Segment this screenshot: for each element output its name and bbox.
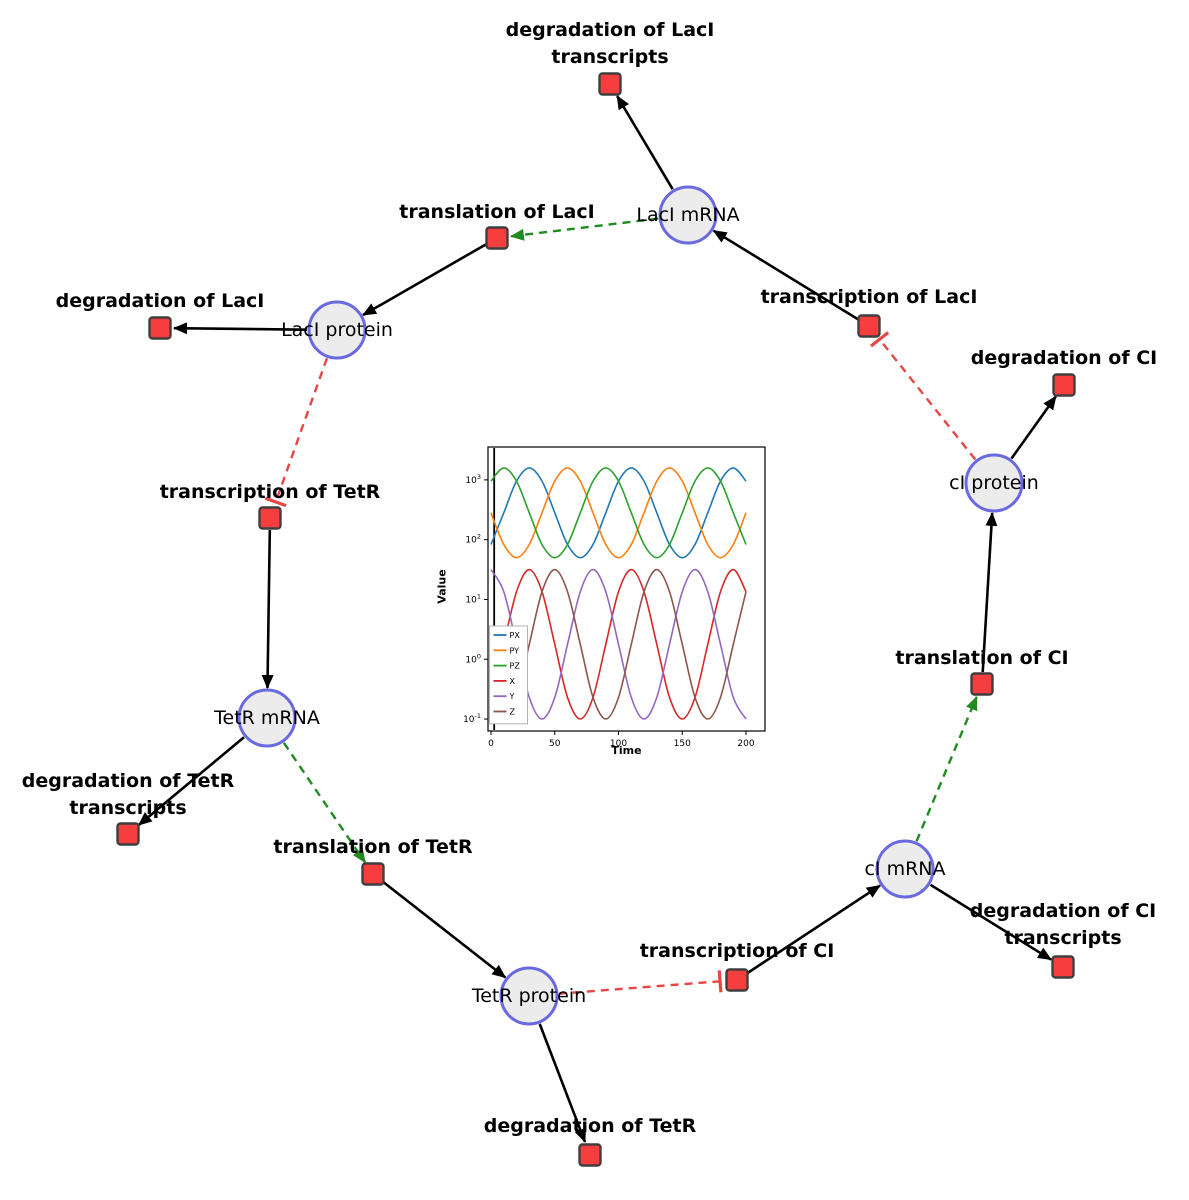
reaction-label-translation_laci: translation of LacI — [399, 201, 594, 223]
reaction-label-deg_laci_tx: degradation of LacI — [506, 19, 715, 41]
chart-series-PZ — [490, 467, 747, 559]
reaction-node-translation_laci — [485, 226, 509, 250]
node-layer — [116, 72, 1076, 1167]
species-node-laci_mrna — [658, 185, 718, 245]
y-tick-label: 103 — [465, 473, 481, 486]
edge-production-transcription_laci-to-laci_mrna — [712, 229, 860, 321]
reaction-node-deg_ci_tx — [1051, 955, 1075, 979]
y-tick-label: 102 — [465, 533, 481, 546]
reaction-node-deg_laci_tx — [598, 72, 622, 96]
reaction-label-deg_ci_tx: degradation of CI — [970, 900, 1156, 922]
edge-modifier-laci_mrna-to-translation_laci — [509, 217, 659, 241]
reaction-label-transcription_laci: transcription of LacI — [761, 286, 978, 308]
reaction-node-deg_tetr — [578, 1143, 602, 1167]
legend-label: X — [510, 677, 516, 686]
y-tick-label: 10-1 — [463, 712, 481, 725]
x-axis-label: Time — [611, 744, 642, 757]
reaction-node-transcription_tetr — [258, 506, 282, 530]
edge-production-translation_tetr-to-tetr_protein — [381, 880, 507, 979]
reaction-label-deg_tetr: degradation of TetR — [484, 1115, 697, 1137]
reaction-label-transcription_tetr: transcription of TetR — [160, 481, 381, 503]
x-tick-label: 150 — [674, 739, 691, 749]
edge-inhibition-ci_protein-to-transcription_laci — [878, 338, 977, 461]
edge-modifier-tetr_mrna-to-translation_tetr — [282, 742, 367, 864]
species-node-tetr_protein — [499, 966, 559, 1026]
legend-label: PZ — [510, 662, 521, 671]
x-tick-label: 200 — [737, 739, 754, 749]
reaction-label-deg_laci: degradation of LacI — [56, 290, 265, 312]
reaction-node-transcription_laci — [857, 314, 881, 338]
timecourse-plot-canvas: 103 102 101 100 10-1 0 50 100 150 200 PX PY PZ XYZ — [463, 446, 766, 749]
edge-consumption-ci_protein-to-deg_ci — [1010, 395, 1057, 460]
x-tick-label: 50 — [549, 739, 561, 749]
reaction-label-translation_tetr: translation of TetR — [273, 836, 473, 858]
chart-frame — [487, 446, 766, 732]
species-label-ci_protein: cI protein — [949, 472, 1039, 494]
reaction-node-translation_tetr — [361, 862, 385, 886]
edge-production-transcription_tetr-to-tetr_mrna — [261, 529, 274, 690]
edge-production-transcription_ci-to-ci_mrna — [746, 884, 881, 975]
reaction-label-deg_tetr_tx: degradation of TetR — [22, 770, 235, 792]
species-label-tetr_protein: TetR protein — [471, 985, 586, 1007]
inhibition-tee-icon — [264, 496, 287, 508]
reaction-label-deg_laci_tx: transcripts — [551, 46, 668, 68]
chart-series-Z — [490, 568, 747, 720]
species-node-laci_protein — [307, 300, 367, 360]
edge-consumption-laci_mrna-to-deg_laci_tx — [616, 95, 674, 190]
edge-layer — [137, 95, 1057, 1143]
chart-series-X — [490, 568, 747, 720]
x-tick-label: 100 — [610, 739, 627, 749]
edge-modifier-ci_mrna-to-translation_ci — [915, 696, 978, 842]
legend-label: Z — [510, 708, 516, 717]
edge-production-translation_ci-to-ci_protein — [981, 511, 998, 673]
edge-consumption-tetr_mrna-to-deg_tetr_tx — [137, 736, 245, 827]
reaction-node-deg_tetr_tx — [116, 822, 140, 846]
reaction-label-deg_ci: degradation of CI — [971, 347, 1157, 369]
chart-series-PY — [490, 467, 747, 559]
inhibition-tee-icon — [717, 970, 723, 993]
reaction-label-translation_ci: translation of CI — [895, 647, 1068, 669]
reaction-node-translation_ci — [970, 672, 994, 696]
species-node-ci_protein — [964, 453, 1024, 513]
inhibition-tee-icon — [869, 331, 890, 348]
edge-consumption-laci_protein-to-deg_laci — [172, 322, 308, 335]
legend-box — [489, 625, 528, 725]
edge-consumption-tetr_protein-to-deg_tetr — [538, 1023, 587, 1143]
legend-label: PY — [510, 646, 520, 655]
y-axis-label: Value — [435, 569, 449, 604]
edge-consumption-ci_mrna-to-deg_ci_tx — [929, 883, 1052, 961]
species-node-tetr_mrna — [237, 688, 297, 748]
species-label-ci_mrna: cI mRNA — [864, 858, 945, 880]
edge-inhibition-laci_protein-to-transcription_tetr — [274, 357, 329, 503]
reaction-node-deg_ci — [1052, 373, 1076, 397]
chart-series-Y — [490, 568, 747, 720]
y-tick-label: 100 — [465, 652, 481, 665]
edge-production-translation_laci-to-laci_protein — [362, 242, 488, 317]
species-label-tetr_mrna: TetR mRNA — [213, 707, 320, 729]
species-label-laci_protein: LacI protein — [281, 319, 393, 341]
reaction-node-transcription_ci — [725, 968, 749, 992]
chart-legend: PX PY PZ XYZ — [489, 625, 528, 725]
legend-label: Y — [509, 692, 515, 701]
reaction-label-deg_tetr_tx: transcripts — [69, 797, 186, 819]
reaction-node-deg_laci — [148, 316, 172, 340]
species-node-ci_mrna — [875, 839, 935, 899]
reaction-label-deg_ci_tx: transcripts — [1004, 927, 1121, 949]
y-tick-label: 101 — [465, 592, 481, 605]
legend-label: PX — [510, 631, 521, 640]
reaction-label-transcription_ci: transcription of CI — [640, 940, 835, 962]
x-tick-label: 0 — [488, 739, 494, 749]
species-label-laci_mrna: LacI mRNA — [636, 204, 739, 226]
